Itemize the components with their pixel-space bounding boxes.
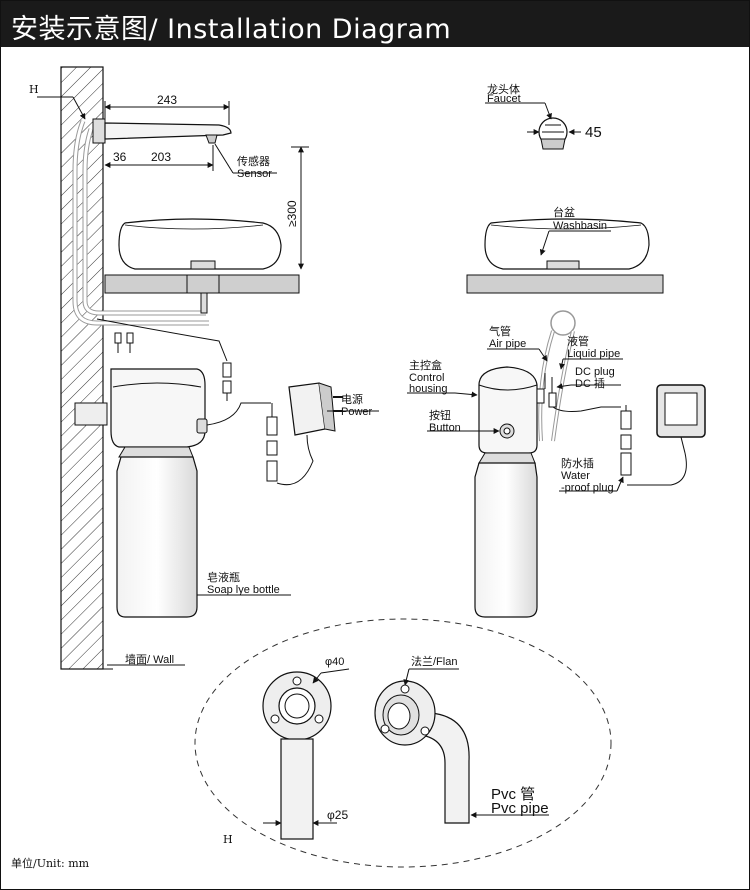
flange-perspective (374, 680, 470, 824)
soap-bottle-side (116, 446, 198, 618)
basin-label-en: Washbasin (553, 220, 607, 232)
power-adapter-front (627, 384, 706, 486)
phi40-label: φ40 (325, 656, 344, 668)
power-adapter (276, 382, 343, 486)
control-housing-side (74, 368, 208, 448)
unit-note: 单位/Unit: mm (11, 856, 90, 870)
pvc-label-en: Pvc pipe (491, 800, 549, 817)
washbasin-side (104, 218, 300, 314)
liquid-pipe-label-en: Liquid pipe (567, 348, 620, 360)
phi25-label: φ25 (327, 808, 348, 822)
front-view: 45 龙头体 Faucet 台盆 Washbasin (407, 82, 706, 618)
button-label-cn: 按钮 (429, 408, 451, 422)
liquid-pipe-label-cn: 液管 (567, 334, 589, 348)
waterproof-plug-front (620, 405, 632, 476)
power-label-en: Power (341, 406, 373, 418)
faucet-front (538, 117, 568, 150)
control-label-en1: Control (409, 372, 444, 384)
button-label-en: Button (429, 422, 461, 434)
bottle-label-en: Soap lye bottle (207, 584, 280, 596)
sensor-label-en: Sensor (237, 168, 272, 180)
dimension-45: 45 (585, 124, 602, 141)
sensor-plug (222, 362, 232, 401)
page-title: 安装示意图/ Installation Diagram (11, 14, 452, 45)
soap-bottle-front (474, 452, 538, 618)
flange-front (262, 671, 332, 840)
dimension-203: 203 (151, 150, 171, 164)
dimension-243: 243 (157, 93, 177, 107)
dc-plug-label-cn: DC 插 (575, 376, 605, 390)
control-label-cn: 主控盒 (409, 358, 442, 372)
title-bar: 安装示意图/ Installation Diagram (1, 1, 749, 47)
washbasin-front (466, 218, 664, 294)
sensor-label-cn: 传感器 (237, 155, 270, 168)
dimension-300: ≥300 (285, 200, 299, 227)
power-plug-side (266, 403, 278, 482)
waterproof-label-en1: Water (561, 470, 590, 482)
pvc-label-cn: Pvc 管 (491, 786, 535, 803)
control-label-en2: housing (409, 383, 448, 395)
waterproof-label-en2: -proof plug (561, 482, 614, 494)
flan-label: 法兰/Flan (411, 654, 457, 668)
control-housing-front (478, 366, 538, 454)
detail-h-mark: H (223, 833, 233, 846)
basin-label-cn: 台盆 (553, 205, 575, 219)
bottle-label-cn: 皂液瓶 (207, 570, 240, 584)
wall-label: 墙面/ Wall (125, 652, 174, 666)
pipe-connector (114, 332, 134, 353)
air-pipe-label-en: Air pipe (489, 338, 526, 350)
wall (60, 66, 104, 670)
side-view: 243 36 203 H 传感器 Sensor ≥300 (29, 66, 379, 670)
faucet-label-cn: 龙头体 (487, 82, 520, 96)
faucet-side (92, 118, 232, 144)
dimension-36: 36 (113, 150, 127, 164)
h-mark: H (29, 83, 39, 96)
faucet-label-en: Faucet (487, 93, 521, 105)
air-pipe-label-cn: 气管 (489, 324, 511, 338)
power-label-cn: 电源 (341, 392, 363, 406)
waterproof-label-cn: 防水插 (561, 456, 594, 470)
flange-detail: φ40 φ25 法兰/Flan Pvc 管 Pvc pipe (194, 618, 612, 868)
dc-plug-front (536, 373, 557, 408)
dc-plug-label-en: DC plug (575, 366, 615, 378)
